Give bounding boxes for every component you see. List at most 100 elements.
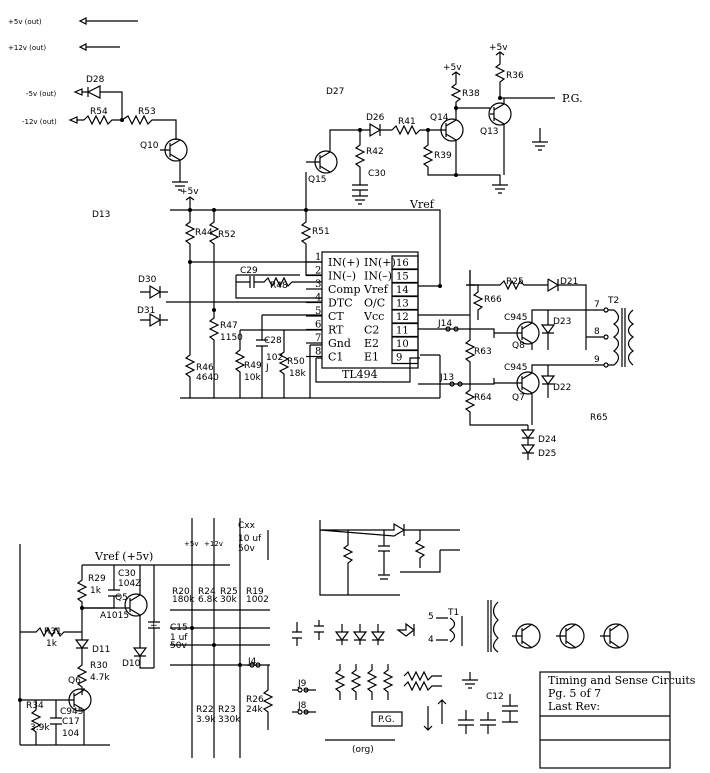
- C945a-label: C945: [504, 313, 527, 323]
- title-line1: Timing and Sense Circuits: [548, 674, 696, 687]
- R54-label: R54: [90, 107, 108, 117]
- R42-label: R42: [366, 147, 384, 157]
- R19-value: 1002: [246, 595, 269, 605]
- tl494-pin-9-box: [391, 349, 419, 365]
- R25-lower-value: 30k: [220, 595, 237, 605]
- tl494-pin-13-label: O/C: [364, 297, 385, 310]
- R47-label: R47: [220, 321, 238, 331]
- R50-value: 18k: [289, 369, 306, 379]
- R26-value: 24k: [246, 705, 263, 715]
- T1-label: T1: [447, 608, 459, 618]
- C28-j: J: [265, 363, 269, 373]
- R26-label: R26: [246, 695, 264, 705]
- vref-label: Vref: [409, 198, 435, 211]
- tl494-pin-11-num: 11: [396, 326, 409, 337]
- R22-label: R22: [196, 705, 214, 715]
- Q5-transistor: [124, 593, 148, 617]
- tl494-pin-16-label: IN(+): [364, 256, 396, 269]
- R52-label: R52: [218, 230, 236, 240]
- vm5-out-label: -5v (out): [26, 90, 57, 98]
- R34-value: 3.9k: [30, 723, 50, 733]
- C945-lower-label: C945: [60, 707, 83, 717]
- R46-value: 4640: [196, 373, 219, 383]
- R24-label: R24: [198, 587, 216, 597]
- plus5c-label: +5v: [180, 187, 199, 197]
- D25-label: D25: [538, 449, 556, 459]
- R19-label: R19: [246, 587, 264, 597]
- v5-out-label: +5v (out): [8, 18, 42, 26]
- pg-box: [371, 711, 403, 727]
- tl494-pin-4-num: 4: [315, 293, 321, 304]
- tl494-pin-9-label: E1: [364, 351, 379, 364]
- R50-label: R50: [287, 357, 305, 367]
- D21-label: D21: [560, 277, 578, 287]
- C945b-label: C945: [504, 363, 527, 373]
- R20-value: 180k: [172, 595, 195, 605]
- lower-divider-network: +5v +12v Cxx 10 uf 50v R20 180k R24 6.8k…: [170, 518, 274, 758]
- Q13-label: Q13: [480, 127, 499, 137]
- R23-value: 330k: [218, 715, 241, 725]
- tl494-pin-7-num: 7: [315, 333, 321, 344]
- R53-label: R53: [138, 107, 156, 117]
- tl494-pin-15-num: 15: [396, 272, 409, 283]
- tl494-pin-3-num: 3: [315, 279, 321, 290]
- R51-label: R51: [312, 227, 330, 237]
- R38-label: R38: [462, 89, 480, 99]
- R66-label: R66: [484, 295, 502, 305]
- tl494-pin-3-label: Comp: [328, 283, 361, 296]
- D31-label: D31: [137, 306, 155, 316]
- R65-label: R65: [590, 413, 608, 423]
- C17-label: C17: [62, 717, 80, 727]
- tl494-pin-6-num: 6: [315, 320, 321, 331]
- D30-label: D30: [138, 275, 157, 285]
- C15-voltage: 50v: [170, 641, 187, 651]
- C30-lower-value: 104Z: [118, 579, 141, 589]
- plus5d-label: +5v: [184, 540, 198, 548]
- parts-library: 5 4 T1 J9 J8 P.G. (org) C12: [292, 520, 629, 755]
- R64-label: R64: [474, 393, 492, 403]
- plus5b-label: +5v: [489, 43, 508, 53]
- Q5-label: Q5: [115, 593, 128, 603]
- Q7-label: Q7: [512, 393, 525, 403]
- Q10-label: Q10: [140, 141, 159, 151]
- Cxx-label: Cxx: [238, 521, 256, 531]
- tl494-pin-14-label: Vref: [363, 283, 389, 296]
- Cxx-value: 10 uf: [238, 534, 262, 544]
- pg-box-label: P.G.: [378, 715, 395, 725]
- tl494-pin-16-num: 16: [396, 258, 409, 269]
- R47-value: 1150: [220, 333, 243, 343]
- tl494-pin-12-num: 12: [396, 312, 409, 323]
- R49-label: R49: [244, 361, 262, 371]
- A1015-label: A1015: [100, 611, 129, 621]
- T1-pin4-label: 4: [428, 635, 434, 645]
- tl494-right-pins: 16IN(+)15IN(–)14Vref13O/C12Vcc11C210E29E…: [363, 255, 419, 365]
- tl494-name: TL494: [342, 368, 378, 381]
- R30-label: R30: [90, 661, 108, 671]
- Cxx-voltage: 50v: [238, 544, 255, 554]
- R30-value: 4.7k: [90, 673, 110, 683]
- R31-value: 1k: [46, 639, 58, 649]
- D24-label: D24: [538, 435, 557, 445]
- C28-label: C28: [264, 336, 282, 346]
- Q8-label: Q8: [512, 341, 525, 351]
- T2-label: T2: [607, 296, 619, 306]
- C15-plus: +: [150, 621, 158, 631]
- C12-label: C12: [486, 692, 504, 702]
- title-line3: Last Rev:: [548, 700, 600, 713]
- tl494-pin-1-label: IN(+): [328, 256, 360, 269]
- D22-label: D22: [553, 383, 571, 393]
- tl494-pin-10-label: E2: [364, 337, 379, 350]
- D10-label: D10: [122, 659, 141, 669]
- tl494-pin-13-num: 13: [396, 299, 409, 310]
- tl494-pin-7-label: Gnd: [328, 337, 351, 350]
- title-line2: Pg. 5 of 7: [548, 687, 601, 700]
- J14-label: J14: [437, 319, 452, 329]
- negative-rail-sense: -5v (out) D28 -12v (out) R54 R53 Q10: [22, 75, 188, 191]
- tl494-pin-10-num: 10: [396, 339, 409, 350]
- D23-label: D23: [553, 317, 571, 327]
- tl494-pin-12-label: Vcc: [363, 310, 384, 323]
- output-stage: J14 J13 R66 R25 D21 R63 R64 C945 Q8 D23 …: [418, 270, 635, 460]
- R41-label: R41: [398, 117, 416, 127]
- R34-label: R34: [26, 701, 44, 711]
